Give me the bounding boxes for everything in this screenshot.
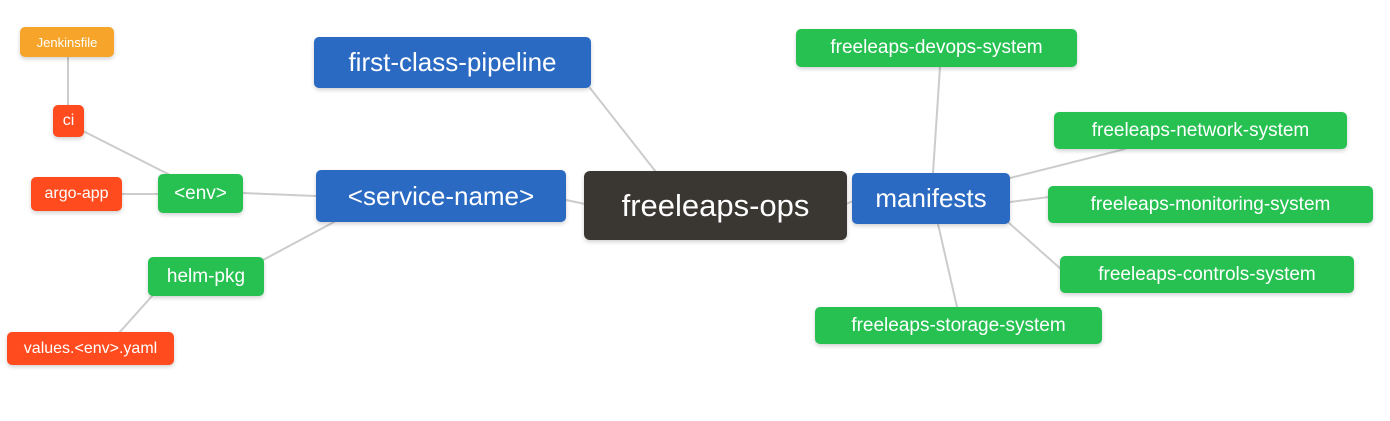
edge-manifests-to-freeleaps-controls-system: [1008, 222, 1063, 271]
edge-service-name-to-freeleaps-ops: [565, 199, 586, 205]
edge-env-to-service-name: [242, 192, 317, 197]
node-env[interactable]: <env>: [158, 174, 243, 213]
node-jenkinsfile[interactable]: Jenkinsfile: [20, 27, 114, 57]
edge-values-env-yaml-to-helm-pkg: [118, 295, 153, 334]
node-freeleaps-devops-system[interactable]: freeleaps-devops-system: [796, 29, 1077, 67]
edge-manifests-to-freeleaps-devops-system: [932, 66, 941, 174]
node-helm-pkg[interactable]: helm-pkg: [148, 257, 264, 296]
node-first-class-pipeline[interactable]: first-class-pipeline: [314, 37, 591, 88]
edge-freeleaps-ops-to-manifests: [845, 200, 854, 205]
node-argo-app[interactable]: argo-app: [31, 177, 122, 211]
node-values-env-yaml[interactable]: values.<env>.yaml: [7, 332, 174, 365]
node-service-name[interactable]: <service-name>: [316, 170, 566, 222]
node-freeleaps-ops[interactable]: freeleaps-ops: [584, 171, 847, 240]
node-freeleaps-monitoring-system[interactable]: freeleaps-monitoring-system: [1048, 186, 1373, 223]
edge-manifests-to-freeleaps-network-system: [1009, 148, 1126, 179]
node-manifests[interactable]: manifests: [852, 173, 1010, 224]
node-freeleaps-storage-system[interactable]: freeleaps-storage-system: [815, 307, 1102, 344]
edge-ci-to-env: [82, 130, 173, 177]
node-ci[interactable]: ci: [53, 105, 84, 137]
edge-helm-pkg-to-service-name: [262, 221, 335, 261]
edge-manifests-to-freeleaps-monitoring-system: [1009, 196, 1050, 203]
edge-manifests-to-freeleaps-storage-system: [937, 223, 958, 308]
node-freeleaps-controls-system[interactable]: freeleaps-controls-system: [1060, 256, 1354, 293]
edge-first-class-pipeline-to-freeleaps-ops: [589, 87, 657, 173]
node-freeleaps-network-system[interactable]: freeleaps-network-system: [1054, 112, 1347, 149]
